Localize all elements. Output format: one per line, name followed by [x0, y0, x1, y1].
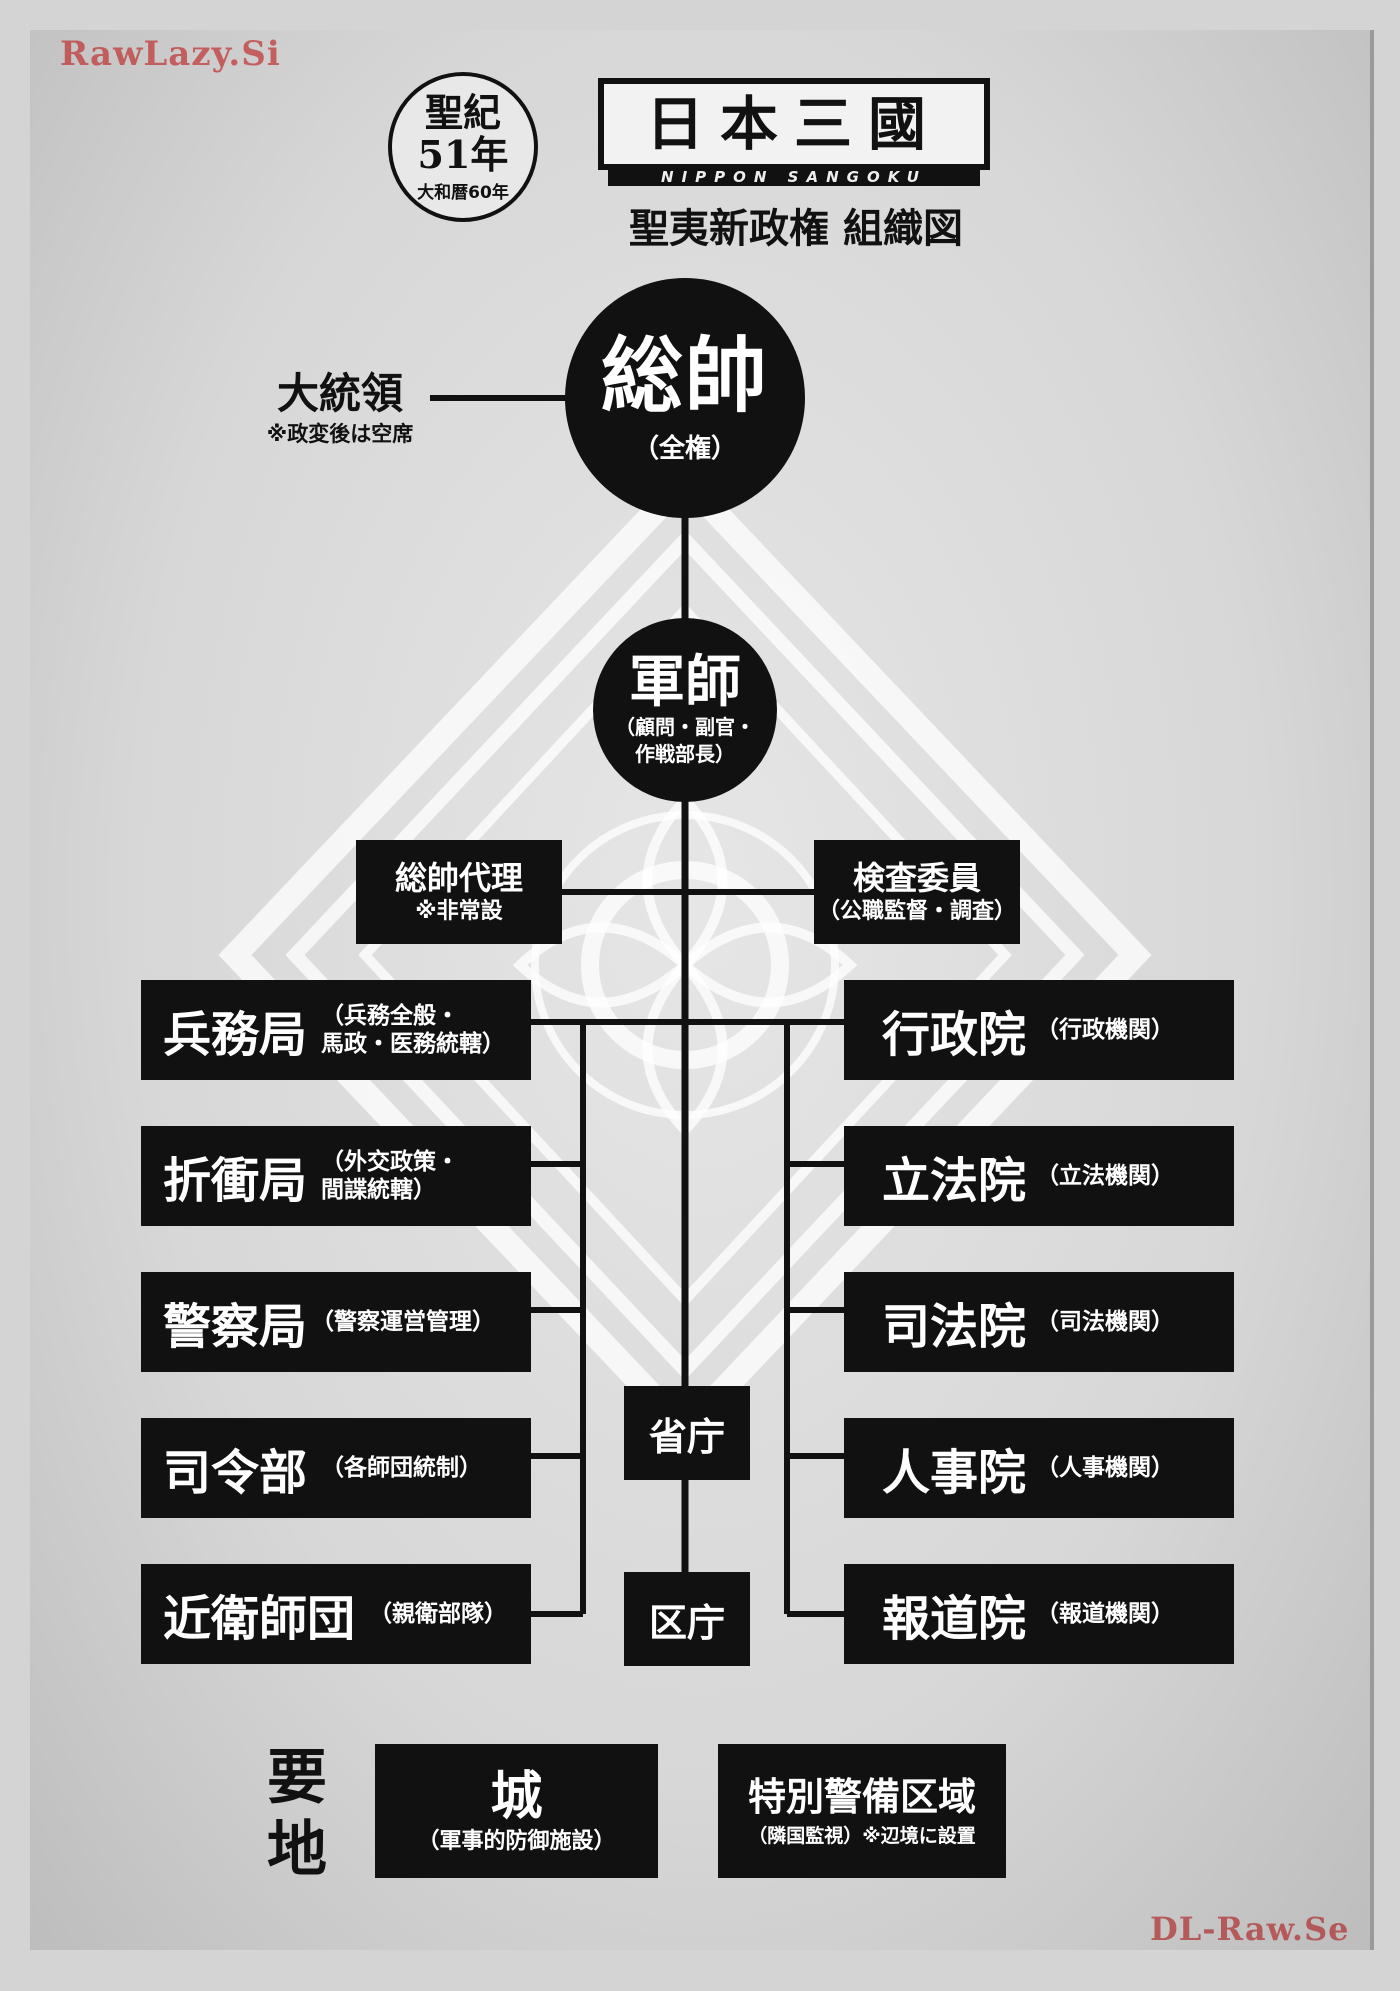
bureau-desc-line: （兵務全般・	[321, 1003, 460, 1029]
bureau-desc-line: （警察運営管理）	[311, 1309, 496, 1335]
strategist-sub-2: 作戦部長）	[635, 742, 735, 766]
bureau-desc-line: 馬政・医務統轄）	[321, 1031, 506, 1057]
court-desc: （報道機関）	[1036, 1601, 1175, 1627]
bureau-desc: （外交政策・ 間諜統轄）	[307, 1148, 459, 1204]
court-name: 司法院	[882, 1299, 1027, 1355]
strategist-sub-1: （顧問・副官・	[615, 715, 755, 739]
bureau-desc-line: （親衛部隊）	[369, 1601, 508, 1627]
castle-sub: （軍事的防御施設）	[417, 1829, 616, 1854]
era-name: 聖紀	[424, 89, 501, 135]
bureau-desc: （兵務全般・ 馬政・医務統轄）	[307, 1002, 505, 1058]
strongholds-label: 要地	[267, 1743, 327, 1885]
inspector-sub: （公職監督・調査）	[817, 899, 1016, 924]
court-desc: （司法機関）	[1036, 1309, 1175, 1335]
court-node: 行政院 （行政機関）	[844, 980, 1234, 1080]
court-node: 報道院 （報道機関）	[844, 1564, 1234, 1664]
era-year: 51年	[417, 131, 509, 177]
castle-node: 城 （軍事的防御施設）	[375, 1744, 658, 1878]
ward-office-node: 区庁	[624, 1572, 750, 1666]
bureau-node: 兵務局 （兵務全般・ 馬政・医務統轄）	[141, 980, 531, 1080]
era-calendar: 大和暦60年	[417, 182, 509, 203]
bureau-desc-line: （外交政策・	[321, 1149, 460, 1175]
ministry-node: 省庁	[624, 1386, 750, 1480]
castle-title: 城	[490, 1767, 543, 1827]
logo-kanji: 日本三國	[645, 90, 942, 158]
court-node: 司法院 （司法機関）	[844, 1272, 1234, 1372]
bureau-name: 兵務局	[163, 1007, 308, 1063]
special-zone-title: 特別警備区域	[747, 1775, 976, 1819]
court-name: 報道院	[882, 1591, 1027, 1647]
court-name: 行政院	[882, 1007, 1027, 1063]
bureau-name: 折衝局	[163, 1153, 308, 1209]
court-desc: （立法機関）	[1036, 1163, 1175, 1189]
era-badge: 聖紀 51年 大和暦60年	[388, 72, 538, 222]
strategist-title: 軍師	[629, 650, 741, 715]
ministry-label: 省庁	[648, 1414, 725, 1459]
watermark-top: RawLazy.Si	[60, 34, 281, 74]
deputy-title: 総帥代理	[394, 859, 523, 897]
bureau-node: 折衝局 （外交政策・ 間諜統轄）	[141, 1126, 531, 1226]
connector-lines	[430, 395, 844, 1617]
president-note: ※政変後は空席	[266, 422, 414, 446]
supreme-commander-title: 総帥	[600, 328, 769, 424]
special-zone-sub: （隣国監視）※辺境に設置	[748, 1825, 976, 1847]
president-node: 大統領 ※政変後は空席	[240, 370, 440, 448]
court-name: 立法院	[882, 1153, 1027, 1209]
court-name: 人事院	[882, 1445, 1027, 1501]
ward-office-label: 区庁	[648, 1600, 725, 1645]
watermark-bottom: DL-Raw.Se	[1150, 1910, 1350, 1948]
bureau-name: 近衛師団	[163, 1591, 356, 1647]
court-node: 人事院 （人事機関）	[844, 1418, 1234, 1518]
bureau-desc-line: 間諜統轄）	[321, 1177, 437, 1203]
bureau-node: 警察局 （警察運営管理）	[141, 1272, 531, 1372]
logo-roman: NIPPON SANGOKU	[608, 168, 980, 186]
bureau-node: 司令部 （各師団統制）	[141, 1418, 531, 1518]
president-title: 大統領	[276, 369, 403, 418]
chart-title: 聖夷新政権 組織図	[629, 205, 963, 252]
court-node: 立法院 （立法機関）	[844, 1126, 1234, 1226]
strategist-node: 軍師 （顧問・副官・ 作戦部長）	[593, 618, 777, 802]
supreme-commander-sub: （全権）	[632, 433, 737, 464]
court-desc: （人事機関）	[1036, 1455, 1175, 1481]
logo: 日本三國	[598, 78, 990, 170]
special-zone-node: 特別警備区域 （隣国監視）※辺境に設置	[718, 1744, 1006, 1878]
supreme-commander-node: 総帥 （全権）	[565, 278, 805, 518]
deputy-note: ※非常設	[415, 899, 503, 924]
bureau-name: 司令部	[163, 1445, 308, 1501]
deputy-node: 総帥代理 ※非常設	[356, 840, 562, 944]
inspector-title: 検査委員	[852, 859, 981, 897]
bureau-node: 近衛師団 （親衛部隊）	[141, 1564, 531, 1664]
bureau-desc-line: （各師団統制）	[321, 1455, 483, 1481]
inspector-node: 検査委員 （公職監督・調査）	[814, 840, 1020, 944]
bureau-name: 警察局	[163, 1299, 308, 1355]
court-desc: （行政機関）	[1036, 1017, 1175, 1043]
